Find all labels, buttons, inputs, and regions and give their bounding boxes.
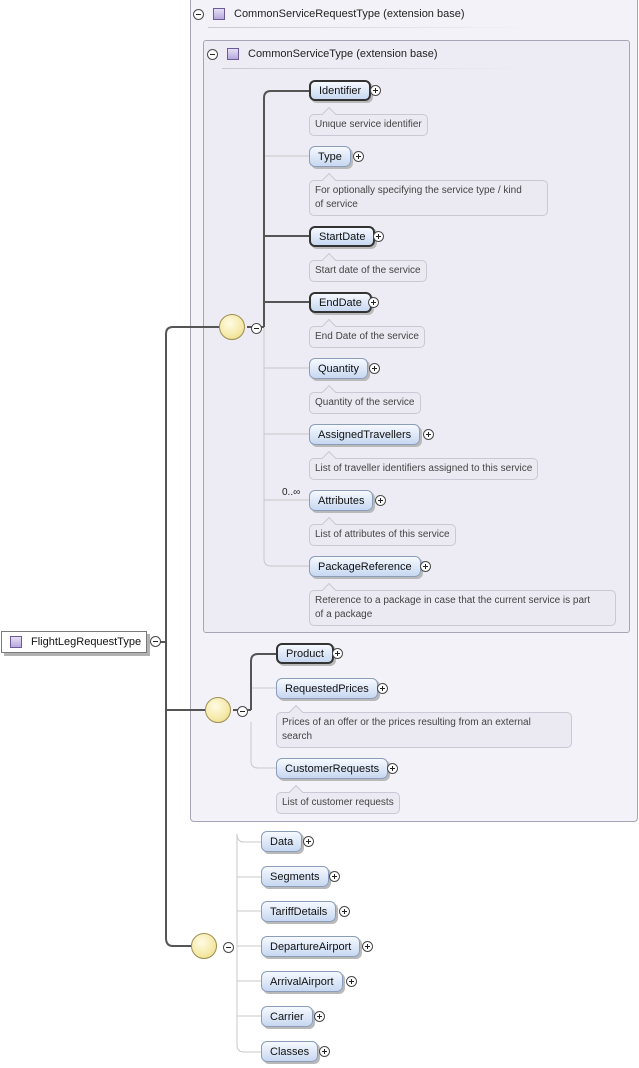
doc-attributes: List of attributes of this service <box>309 524 456 546</box>
doc-assignedtravellers: List of traveller identifiers assigned t… <box>309 458 539 480</box>
element-enddate[interactable]: EndDate <box>309 292 372 313</box>
element-segments[interactable]: Segments <box>261 866 329 887</box>
expand-assignedtravellers-button[interactable] <box>423 429 434 440</box>
complex-type-icon <box>10 636 22 648</box>
expand-identifier-button[interactable] <box>370 85 381 96</box>
expand-carrier-button[interactable] <box>314 1011 325 1022</box>
element-customerrequests[interactable]: CustomerRequests <box>276 758 389 779</box>
expand-startdate-button[interactable] <box>373 231 384 242</box>
element-data[interactable]: Data <box>261 831 303 852</box>
expand-data-button[interactable] <box>303 836 314 847</box>
collapse-sequence-button[interactable] <box>251 323 262 334</box>
expand-packagereference-button[interactable] <box>420 561 431 572</box>
common-service-type-header: CommonServiceType (extension base) <box>207 48 438 60</box>
expand-departureairport-button[interactable] <box>362 941 373 952</box>
element-assignedtravellers[interactable]: AssignedTravellers <box>309 424 421 445</box>
doc-line: Reference to a package in case that the … <box>315 595 591 606</box>
complex-type-icon <box>227 48 239 60</box>
expand-quantity-button[interactable] <box>369 363 380 374</box>
element-classes[interactable]: Classes <box>261 1041 319 1062</box>
element-type[interactable]: Type <box>309 146 351 167</box>
collapse-sequence-button[interactable] <box>237 706 248 717</box>
doc-customerrequests: List of customer requests <box>276 792 400 814</box>
root-type-label: FlightLegRequestType <box>31 636 142 648</box>
common-service-request-type-header: CommonServiceRequestType (extension base… <box>193 8 465 20</box>
expand-tariffdetails-button[interactable] <box>339 906 350 917</box>
collapse-outer-base-button[interactable] <box>193 8 204 20</box>
doc-enddate: End Date of the service <box>309 326 425 348</box>
element-attributes[interactable]: Attributes <box>309 490 374 511</box>
root-type-flightlegrequesttype[interactable]: FlightLegRequestType <box>1 631 147 653</box>
expand-segments-button[interactable] <box>329 871 340 882</box>
inner-base-title: CommonServiceType (extension base) <box>248 48 438 60</box>
collapse-root-button[interactable] <box>150 636 161 647</box>
inner-header-divider <box>222 68 522 69</box>
expand-classes-button[interactable] <box>319 1046 330 1057</box>
expand-attributes-button[interactable] <box>375 495 386 506</box>
element-departureairport[interactable]: DepartureAirport <box>261 936 361 957</box>
element-packagereference[interactable]: PackageReference <box>309 556 421 577</box>
collapse-inner-base-button[interactable] <box>207 48 218 60</box>
doc-type: For optionally specifying the service ty… <box>309 180 548 216</box>
sequence-compositor-icon[interactable] <box>191 933 234 959</box>
expand-customerrequests-button[interactable] <box>387 763 398 774</box>
element-arrivalairport[interactable]: ArrivalAirport <box>261 971 343 992</box>
doc-line: search <box>282 731 313 742</box>
element-startdate[interactable]: StartDate <box>309 226 376 247</box>
expand-arrivalairport-button[interactable] <box>346 976 357 987</box>
doc-packagereference: Reference to a package in case that the … <box>309 590 616 626</box>
doc-quantity: Quantity of the service <box>309 392 421 414</box>
complex-type-icon <box>213 8 225 20</box>
doc-requestedprices: Prices of an offer or the prices resulti… <box>276 712 572 748</box>
expand-type-button[interactable] <box>353 151 364 162</box>
multiplicity-attributes: 0..∞ <box>282 487 301 498</box>
expand-product-button[interactable] <box>332 648 343 659</box>
sequence-compositor-icon[interactable] <box>219 314 262 340</box>
doc-line: of a package <box>315 609 373 620</box>
element-carrier[interactable]: Carrier <box>261 1006 313 1027</box>
outer-base-title: CommonServiceRequestType (extension base… <box>234 8 465 20</box>
expand-enddate-button[interactable] <box>368 297 379 308</box>
sequence-compositor-icon[interactable] <box>205 697 248 723</box>
expand-requestedprices-button[interactable] <box>377 683 388 694</box>
doc-identifier: Unique service identifier <box>309 114 428 136</box>
outer-header-divider <box>208 27 528 28</box>
collapse-sequence-button[interactable] <box>223 942 234 953</box>
doc-line: of service <box>315 199 358 210</box>
doc-line: Prices of an offer or the prices resulti… <box>282 717 531 728</box>
doc-startdate: Start date of the service <box>309 260 427 282</box>
element-requestedprices[interactable]: RequestedPrices <box>276 678 378 699</box>
element-identifier[interactable]: Identifier <box>309 80 372 101</box>
doc-line: For optionally specifying the service ty… <box>315 185 522 196</box>
element-product[interactable]: Product <box>276 643 334 664</box>
element-tariffdetails[interactable]: TariffDetails <box>261 901 337 922</box>
element-quantity[interactable]: Quantity <box>309 358 368 379</box>
